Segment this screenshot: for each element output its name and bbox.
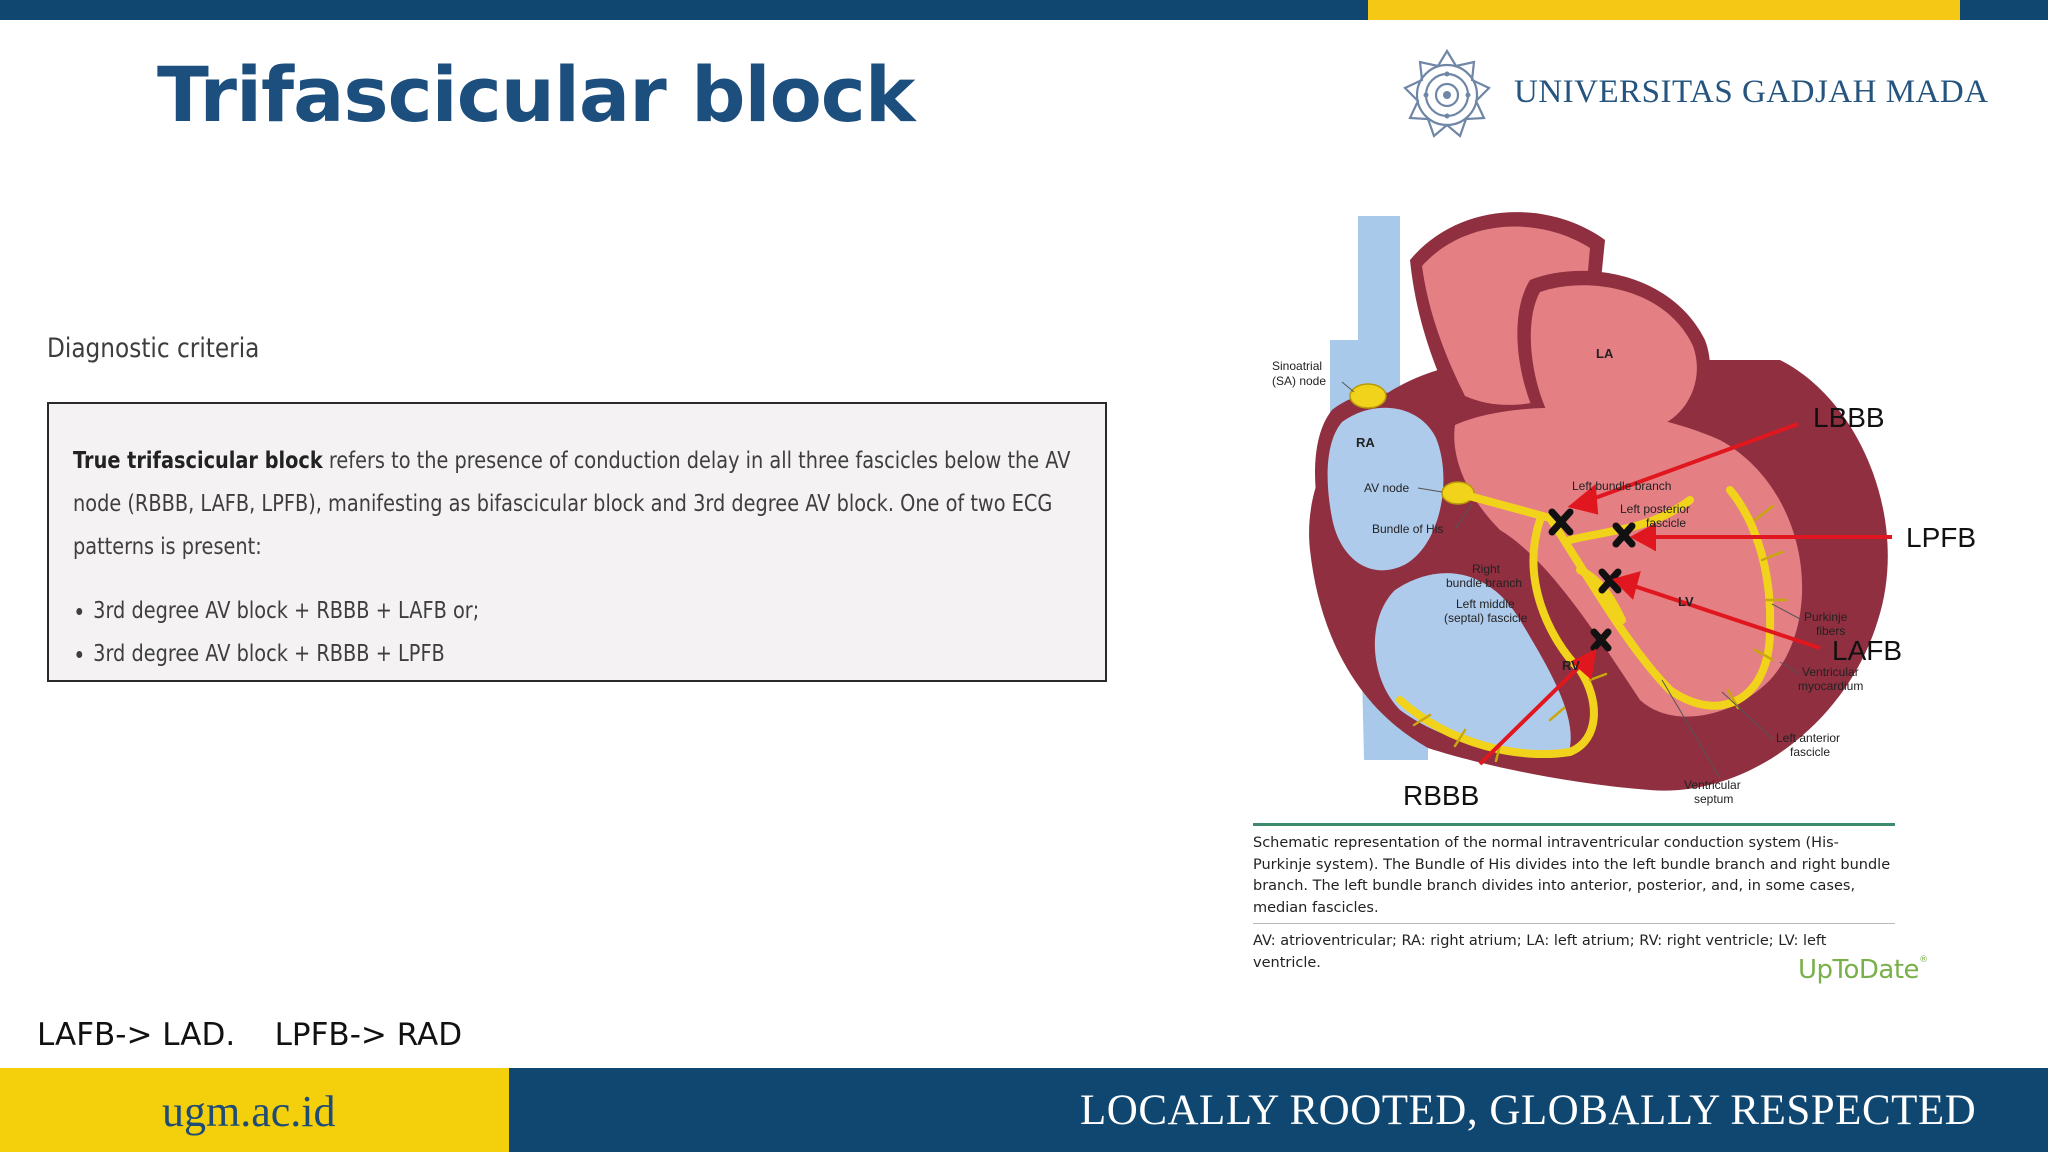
- label-la: LA: [1596, 346, 1614, 361]
- label-sa-node-2: (SA) node: [1272, 374, 1326, 388]
- label-sa-node-1: Sinoatrial: [1272, 359, 1322, 373]
- lbbb-label: LBBB: [1813, 402, 1885, 433]
- right-ventricle-shape: [1374, 573, 1571, 756]
- left-atrium-lumen: [1530, 285, 1697, 428]
- leader-septum: [1661, 679, 1721, 779]
- left-ventricle-myocardium: [1454, 407, 1803, 717]
- caption-divider: [1253, 923, 1895, 924]
- label-ventricular-septum-1: Ventricular: [1684, 778, 1741, 792]
- purkinje-fibers: [1412, 504, 1788, 763]
- leader-purkinje: [1771, 603, 1803, 621]
- ecg-pattern-list: 3rd degree AV block + RBBB + LAFB or; 3r…: [73, 590, 1106, 676]
- label-right-bundle-1: Right: [1472, 562, 1501, 576]
- footer-motto: LOCALLY ROOTED, GLOBALLY RESPECTED: [1080, 1087, 1977, 1134]
- leader-av-node: [1417, 487, 1443, 493]
- label-ventricular-myo-1: Ventricular: [1802, 665, 1859, 679]
- rbbb-block-mark: [1590, 628, 1612, 652]
- ecg-pattern-item: 3rd degree AV block + RBBB + LAFB or;: [93, 590, 1106, 633]
- label-left-posterior-2: fascicle: [1646, 516, 1686, 530]
- leader-sa-node: [1341, 381, 1355, 393]
- heart-conduction-diagram: LA RA LV RV Sinoatrial (SA) node AV node…: [1272, 212, 1976, 811]
- criteria-bold-lead: True trifascicular block: [73, 448, 323, 474]
- leader-bundle-his: [1455, 503, 1473, 529]
- diagnostic-criteria-box: True trifascicular block refers to the p…: [47, 402, 1107, 682]
- label-left-bundle-branch: Left bundle branch: [1572, 479, 1671, 493]
- top-accent-bar: [0, 0, 2048, 20]
- label-right-bundle-2: bundle branch: [1446, 576, 1522, 590]
- criteria-paragraph: True trifascicular block refers to the p…: [73, 440, 1106, 569]
- label-purkinje-2: fibers: [1816, 624, 1845, 638]
- ecg-pattern-item: 3rd degree AV block + RBBB + LPFB: [93, 633, 1106, 676]
- lbbb-arrowhead: [1567, 484, 1599, 515]
- label-left-middle-2: (septal) fascicle: [1444, 611, 1528, 625]
- leader-ventricular-myo: [1779, 661, 1801, 675]
- lafb-arrow: [1627, 582, 1821, 650]
- label-ra: RA: [1356, 435, 1375, 450]
- uptodate-logo: UpToDate®: [1798, 955, 1928, 985]
- leader-left-anterior: [1721, 691, 1775, 741]
- university-name: UNIVERSITAS GADJAH MADA: [1514, 74, 1989, 110]
- label-rv: RV: [1562, 658, 1580, 673]
- label-ventricular-myo-2: myocardium: [1798, 679, 1863, 693]
- university-seal-icon: [1403, 48, 1491, 138]
- lbbb-block-mark: [1548, 508, 1574, 536]
- top-accent-gold-segment: [1368, 0, 1960, 20]
- right-atrium-lumen: [1327, 407, 1444, 571]
- right-bundle-branch-path: [1396, 516, 1598, 758]
- rbbb-arrowhead: [1570, 648, 1597, 680]
- label-left-anterior-2: fascicle: [1790, 745, 1830, 759]
- label-av-node: AV node: [1364, 481, 1409, 495]
- lpfb-label: LPFB: [1906, 522, 1976, 553]
- sa-node: [1349, 383, 1387, 409]
- caption-rule: [1253, 823, 1895, 826]
- bundle-of-his-path: [1454, 489, 1554, 522]
- rbbb-arrow: [1478, 658, 1588, 766]
- lbbb-arrow: [1583, 422, 1799, 504]
- slide-title: Trifascicular block: [157, 50, 915, 139]
- label-ventricular-septum-2: septum: [1694, 792, 1733, 806]
- uptodate-text: UpToDate: [1798, 955, 1920, 985]
- footer-bar: ugm.ac.id LOCALLY ROOTED, GLOBALLY RESPE…: [0, 1068, 2048, 1152]
- lafb-label: LAFB: [1832, 635, 1902, 666]
- label-lv: LV: [1678, 594, 1694, 609]
- criteria-content: True trifascicular block refers to the p…: [73, 440, 1106, 676]
- criteria-text: refers to the presence of conduction del…: [73, 448, 1071, 560]
- lafb-arrowhead: [1612, 571, 1641, 600]
- rbbb-label: RBBB: [1403, 780, 1479, 811]
- label-left-middle-1: Left middle: [1456, 597, 1515, 611]
- lafb-block-mark: [1598, 568, 1622, 594]
- figure-caption: Schematic representation of the normal i…: [1253, 835, 1891, 916]
- footer-url-panel: ugm.ac.id: [0, 1068, 509, 1152]
- left-bundle-branch-path: [1546, 486, 1775, 710]
- axis-deviation-note: LAFB-> LAD. LPFB-> RAD: [37, 1017, 463, 1053]
- label-bundle-of-his: Bundle of His: [1372, 522, 1443, 536]
- label-left-posterior-1: Left posterior: [1620, 502, 1690, 516]
- footer-url[interactable]: ugm.ac.id: [162, 1087, 336, 1136]
- diagnostic-criteria-heading: Diagnostic criteria: [47, 333, 260, 364]
- lpfb-block-mark: [1612, 522, 1636, 548]
- label-left-anterior-1: Left anterior: [1776, 731, 1840, 745]
- uptodate-registered-mark: ®: [1919, 955, 1928, 965]
- figure-abbreviations: AV: atrioventricular; RA: right atrium; …: [1253, 933, 1827, 971]
- label-purkinje-1: Purkinje: [1804, 610, 1848, 624]
- lpfb-arrowhead: [1629, 522, 1656, 552]
